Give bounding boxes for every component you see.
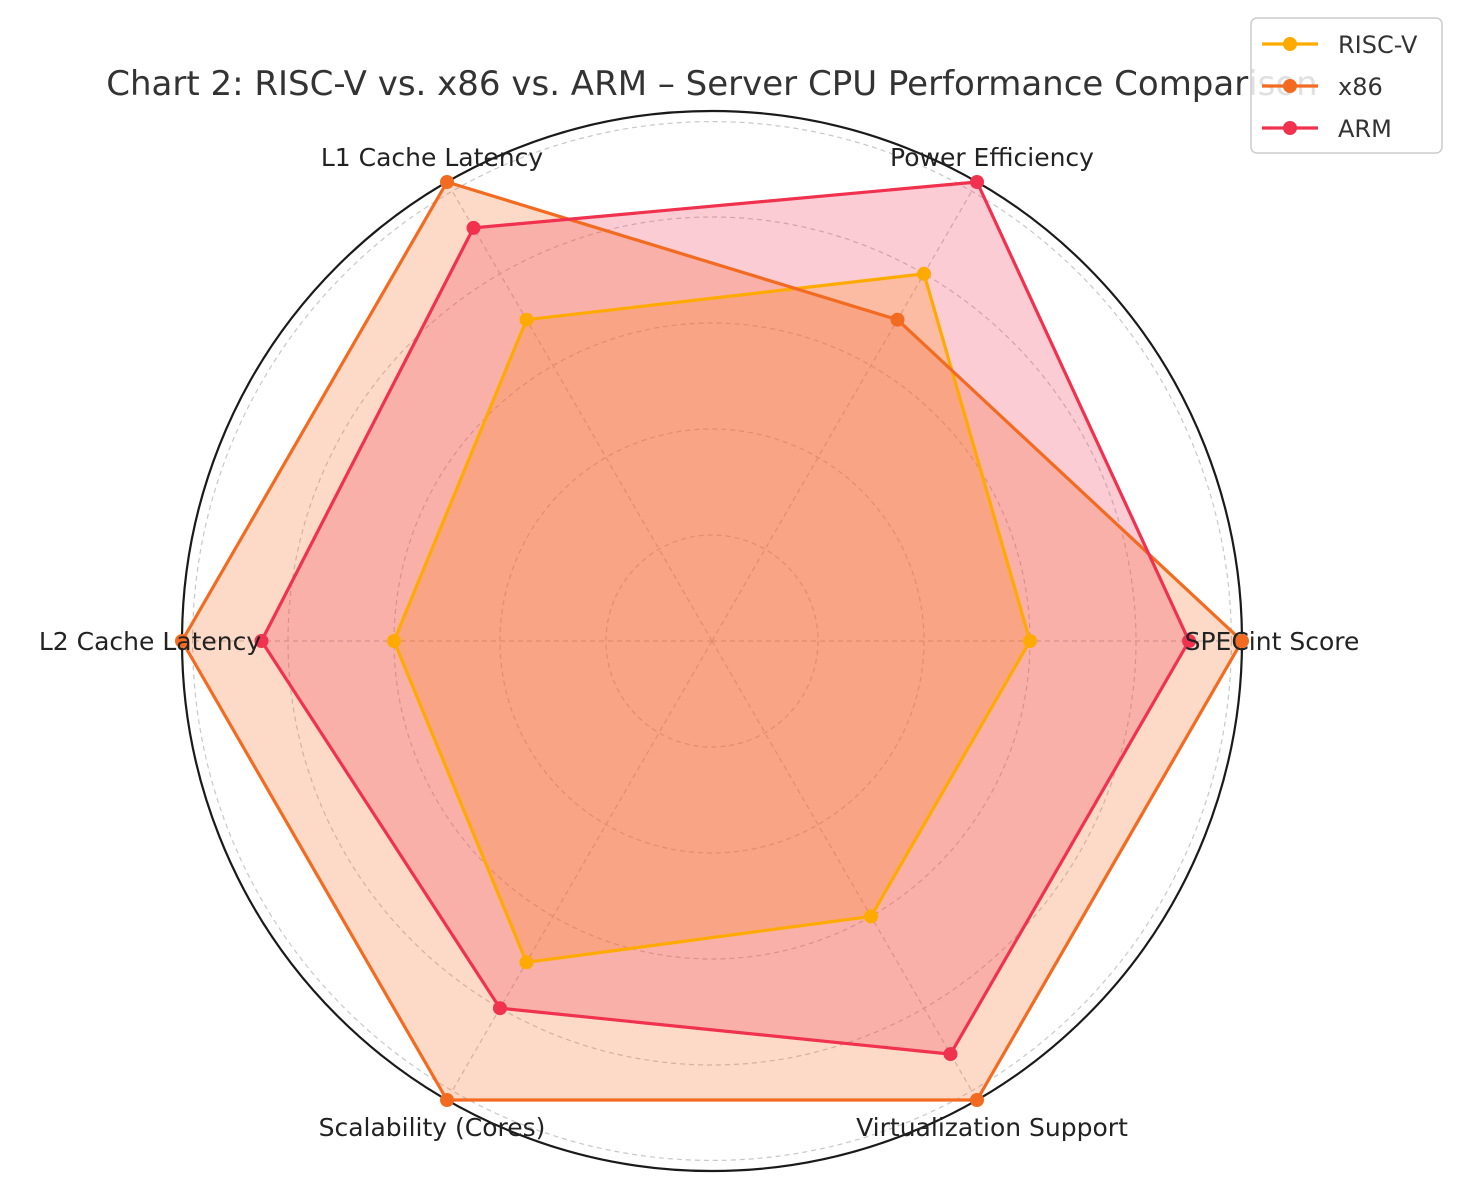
series-area-x86 (182, 182, 1242, 1100)
data-point-x86 (890, 312, 905, 327)
grid-spoke (711, 640, 973, 1092)
data-point-arm (1182, 634, 1196, 648)
data-point-arm (943, 1047, 958, 1062)
legend-label-risc-v: RISC-V (1338, 31, 1418, 59)
legend-label-arm: ARM (1338, 115, 1392, 143)
data-point-risc-v (387, 634, 401, 648)
legend-marker-arm (1283, 121, 1297, 135)
data-point-arm (254, 634, 269, 648)
data-point-risc-v (519, 312, 534, 327)
data-point-risc-v (1023, 634, 1037, 648)
legend-label-x86: x86 (1338, 73, 1383, 101)
axis-label: Power Efficiency (890, 143, 1094, 172)
data-point-risc-v (864, 909, 878, 924)
radar-markers (175, 175, 1249, 1107)
grid-spoke (711, 190, 973, 642)
axis-label: SPECint Score (1185, 627, 1360, 656)
data-point-x86 (440, 175, 454, 189)
axis-label: L1 Cache Latency (321, 143, 543, 172)
legend-marker-risc-v (1283, 37, 1297, 51)
data-point-x86 (970, 1093, 984, 1107)
legend-box (1250, 17, 1443, 154)
radar-series (180, 180, 1244, 1102)
grid-circle (605, 534, 819, 748)
grid-spoke (451, 640, 713, 1092)
data-point-arm (466, 220, 481, 235)
data-point-risc-v (917, 266, 931, 281)
axis-labels: SPECint Score Power Efficiency L1 Cache La… (39, 143, 1360, 1142)
data-point-x86 (1235, 634, 1249, 648)
data-point-x86 (440, 1093, 454, 1107)
data-point-x86 (175, 634, 189, 648)
data-point-arm (493, 1001, 507, 1016)
axis-label: L2 Cache Latency (39, 627, 261, 656)
data-point-arm (970, 175, 984, 189)
series-area-risc-v (394, 273, 1030, 963)
grid-circle (191, 120, 1233, 1162)
legend-marker-x86 (1283, 79, 1297, 93)
grid-spoke (451, 190, 713, 642)
chart-title: Chart 2: RISC-V vs. x86 vs. ARM – Server… (106, 64, 1317, 104)
data-point-risc-v (519, 955, 534, 970)
axis-label: Virtualization Support (856, 1113, 1128, 1142)
axis-label: Scalability (Cores) (319, 1113, 546, 1142)
